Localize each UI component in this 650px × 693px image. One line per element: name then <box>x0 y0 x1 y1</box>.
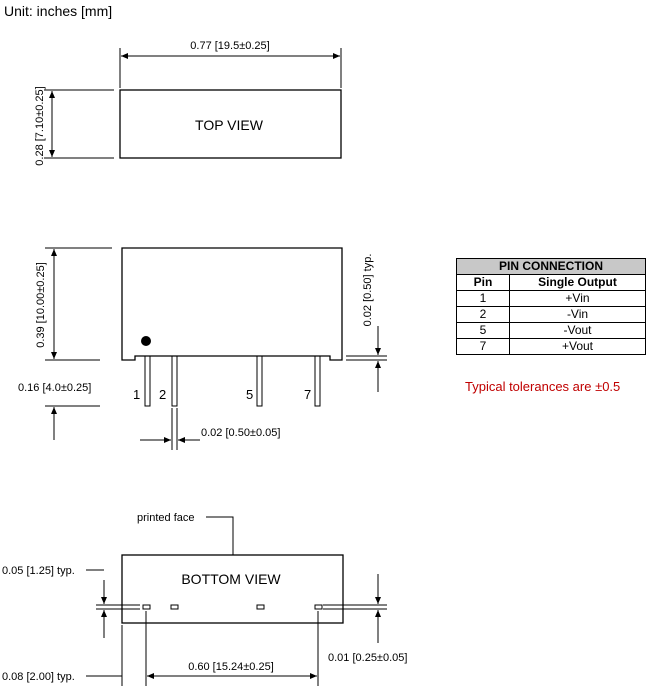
pin-5 <box>256 355 263 407</box>
pad-5 <box>256 604 265 610</box>
pin-pitch-dim-label: 0.08 [2.00] typ. <box>2 671 75 683</box>
pin-length-dim-label: 0.16 [4.0±0.25] <box>18 382 91 394</box>
pin-label-2: 2 <box>159 387 166 402</box>
pin-column-header: Pin <box>456 274 510 291</box>
pin-connection-title: PIN CONNECTION <box>456 258 646 275</box>
table-row: 2 -Vin <box>456 306 646 323</box>
tolerance-note: Typical tolerances are ±0.5 <box>465 379 621 394</box>
standoff-dim-label: 0.02 [0.50] typ. <box>362 254 374 327</box>
printed-face-leader <box>206 516 234 555</box>
pin-number-cell: 2 <box>456 306 510 323</box>
printed-face-label: printed face <box>137 512 194 524</box>
pin-span-dim-label: 0.60 [15.24±0.25] <box>188 661 274 673</box>
table-row: 5 -Vout <box>456 322 646 339</box>
side-view <box>45 247 387 450</box>
pin-1 <box>144 355 151 407</box>
side-height-dim-label: 0.39 [10.00±0.25] <box>35 262 47 348</box>
top-view-title: TOP VIEW <box>195 117 264 133</box>
unit-label: Unit: inches [mm] <box>4 3 113 19</box>
bottom-view <box>86 516 387 686</box>
bottom-view-title: BOTTOM VIEW <box>181 571 281 587</box>
function-column-header: Single Output <box>509 274 646 291</box>
pin-label-5: 5 <box>246 387 253 402</box>
pin-label-1: 1 <box>133 387 140 402</box>
pin-label-7: 7 <box>304 387 311 402</box>
pad-7 <box>314 604 323 610</box>
pin1-marker-dot <box>141 336 151 346</box>
top-view <box>44 48 342 159</box>
table-row: 1 +Vin <box>456 290 646 307</box>
table-row: 7 +Vout <box>456 338 646 355</box>
top-width-dim-label: 0.77 [19.5±0.25] <box>190 40 269 52</box>
pad-2 <box>170 604 179 610</box>
bottom-view-body <box>121 554 344 624</box>
pin-thickness-dim-label: 0.01 [0.25±0.05] <box>328 652 407 664</box>
pin-number-cell: 7 <box>456 338 510 355</box>
pin-function-cell: -Vin <box>509 306 646 323</box>
pin-7 <box>314 355 321 407</box>
side-view-body <box>121 247 343 361</box>
top-view-body <box>119 89 342 159</box>
pin-2 <box>171 355 178 407</box>
top-height-dim-label: 0.28 [7.10±0.25] <box>34 86 46 165</box>
pin-width-dim-label: 0.02 [0.50±0.05] <box>201 427 280 439</box>
pin-function-cell: +Vin <box>509 290 646 307</box>
pin-function-cell: +Vout <box>509 338 646 355</box>
pad-1 <box>142 604 151 610</box>
pin-inset-dim-label: 0.05 [1.25] typ. <box>2 565 75 577</box>
pin-number-cell: 5 <box>456 322 510 339</box>
pin-function-cell: -Vout <box>509 322 646 339</box>
pin-number-cell: 1 <box>456 290 510 307</box>
pin-connection-table: PIN CONNECTION Pin Single Output 1 +Vin … <box>456 258 646 355</box>
